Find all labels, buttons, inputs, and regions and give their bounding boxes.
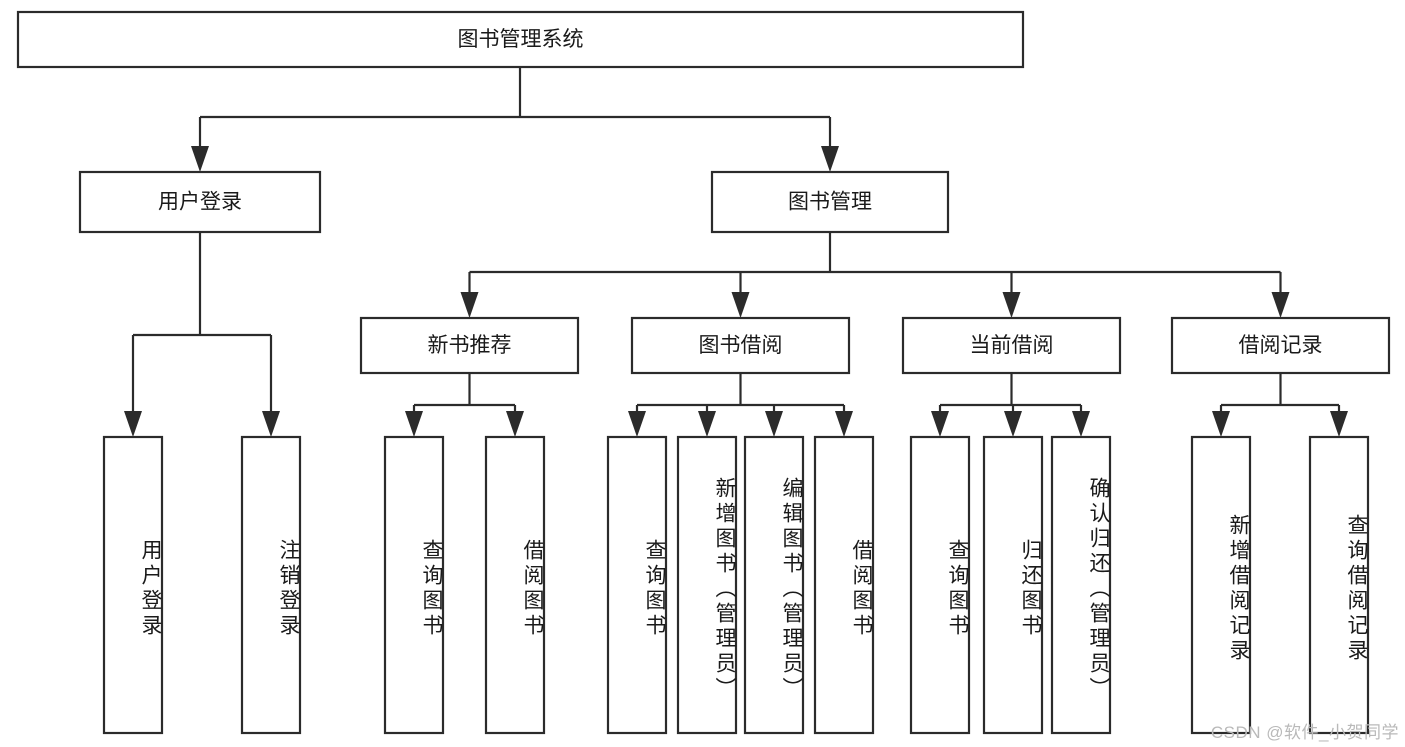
node-new-book-recommend[interactable] (359, 316, 580, 375)
watermark: CSDN @软件_小贺同学 (1210, 723, 1399, 742)
node-book-borrow[interactable] (630, 316, 851, 375)
arrowhead-icon (821, 146, 839, 172)
arrowhead-icon (628, 411, 646, 437)
node-root-label: 图书管理系统 (458, 28, 584, 51)
node-root[interactable] (16, 10, 1025, 69)
arrowhead-icon (765, 411, 783, 437)
node-leaf-query-book-2[interactable] (606, 435, 668, 735)
arrowhead-icon (1002, 292, 1021, 318)
arrowhead-icon (731, 292, 750, 318)
arrowhead-icon (835, 411, 853, 437)
node-leaf-query-record[interactable] (1308, 435, 1370, 735)
node-book-manage-label: 图书管理 (788, 191, 872, 214)
arrowhead-icon (191, 146, 209, 172)
node-new-book-recommend-label: 新书推荐 (428, 334, 512, 357)
node-leaf-return-book[interactable] (982, 435, 1044, 735)
node-box-layer (16, 10, 1391, 735)
node-user-login[interactable] (78, 170, 322, 234)
arrowhead-icon (1212, 411, 1230, 437)
node-borrow-record-label: 借阅记录 (1239, 334, 1323, 357)
node-leaf-query-book-1[interactable] (383, 435, 445, 735)
node-leaf-query-book-3[interactable] (909, 435, 971, 735)
node-leaf-logout[interactable] (240, 435, 302, 735)
arrowhead-icon (1271, 292, 1290, 318)
arrowhead-icon (262, 411, 280, 437)
arrowhead-icon (1004, 411, 1022, 437)
arrowhead-icon (460, 292, 479, 318)
node-book-borrow-label: 图书借阅 (699, 334, 783, 357)
arrowhead-icon (1330, 411, 1348, 437)
node-leaf-confirm-return[interactable] (1050, 435, 1112, 735)
connector-layer (124, 67, 1348, 437)
node-current-borrow-label: 当前借阅 (970, 334, 1054, 357)
node-borrow-record[interactable] (1170, 316, 1391, 375)
node-leaf-borrow-book-2[interactable] (813, 435, 875, 735)
node-user-login-label: 用户登录 (158, 191, 242, 214)
node-leaf-user-login[interactable] (102, 435, 164, 735)
node-leaf-add-book[interactable] (676, 435, 738, 735)
arrowhead-icon (405, 411, 423, 437)
arrowhead-icon (931, 411, 949, 437)
node-book-manage[interactable] (710, 170, 950, 234)
arrowhead-icon (1072, 411, 1090, 437)
node-leaf-add-record[interactable] (1190, 435, 1252, 735)
arrowhead-icon (124, 411, 142, 437)
node-leaf-edit-book[interactable] (743, 435, 805, 735)
node-leaf-borrow-book-1[interactable] (484, 435, 546, 735)
node-current-borrow[interactable] (901, 316, 1122, 375)
arrowhead-icon (506, 411, 524, 437)
arrowhead-icon (698, 411, 716, 437)
